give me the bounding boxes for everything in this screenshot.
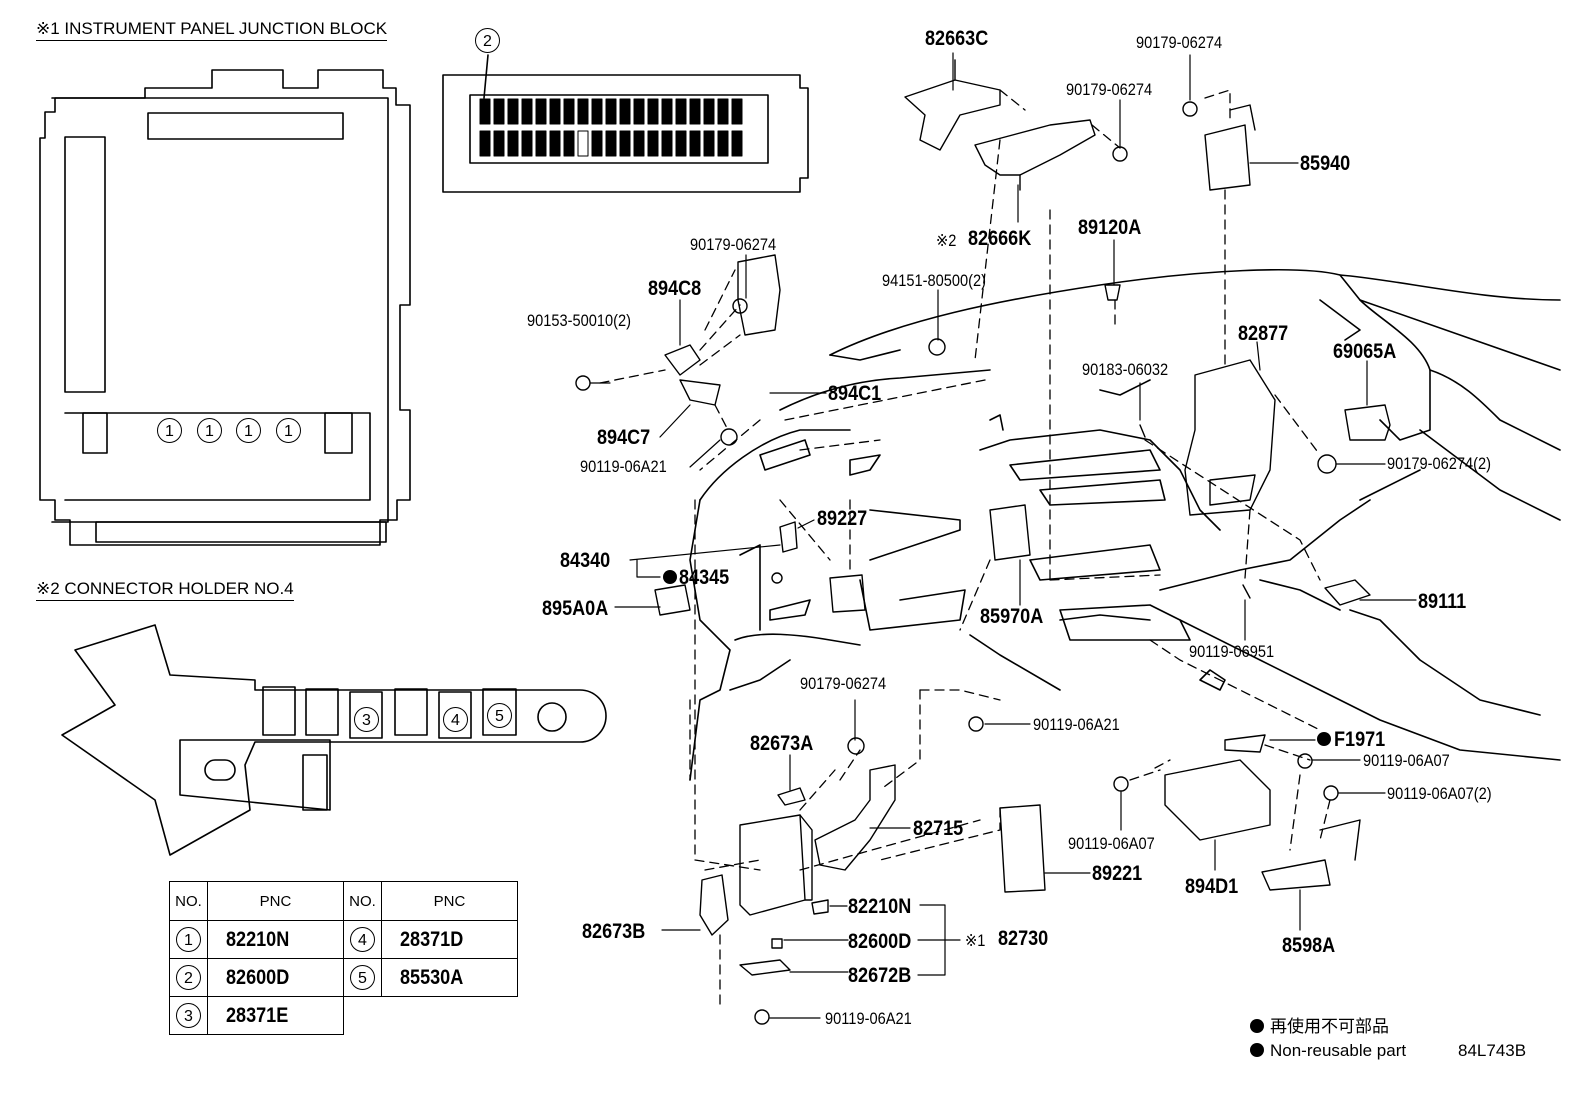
non-reusable-mark — [663, 570, 677, 584]
part-label: 90119-06A21 — [1033, 715, 1120, 734]
leader-lines — [589, 52, 1417, 1019]
part-label: 89111 — [1418, 590, 1467, 613]
non-reusable-dot-icon — [1250, 1043, 1264, 1057]
part-label: 894C7 — [597, 426, 651, 449]
pnc-value: 28371D — [400, 927, 464, 951]
part-label: 82672B — [848, 964, 912, 987]
part-label: 82673B — [582, 920, 646, 943]
part-label: 94151-80500(2) — [882, 271, 987, 290]
non-reusable-dot-icon — [1250, 1019, 1264, 1033]
connector-2-drawing — [442, 54, 809, 193]
part-label: 84340 — [560, 549, 611, 572]
pnc-value: 85530A — [400, 965, 464, 989]
part-label: 894C1 — [828, 382, 882, 405]
part-label: F1971 — [1334, 728, 1386, 751]
no-header: NO. — [343, 881, 382, 921]
part-label: 90119-06A21 — [580, 457, 667, 476]
part-label: 85940 — [1300, 152, 1351, 175]
part-note: ※2 — [936, 231, 957, 250]
parts-drawing — [575, 59, 1391, 1025]
pnc-value: 82210N — [226, 927, 290, 951]
part-label: 82666K — [968, 227, 1032, 250]
part-label: 90119-06A21 — [825, 1009, 912, 1028]
row-number: 2 — [176, 965, 201, 990]
pnc-header: PNC — [381, 881, 518, 921]
table-row: 1 82210N 4 28371D — [169, 920, 518, 959]
connector-holder-drawing — [61, 624, 607, 856]
part-label: 89120A — [1078, 216, 1142, 239]
part-label: 894D1 — [1185, 875, 1239, 898]
part-label: 69065A — [1333, 340, 1397, 363]
slot-mark: 4 — [443, 707, 468, 732]
legend-text: 再使用不可部品 — [1270, 1017, 1389, 1036]
part-label: 90119-06A07(2) — [1387, 784, 1492, 803]
table-row: 2 82600D 5 85530A — [169, 958, 518, 997]
junction-block-title: ※1 INSTRUMENT PANEL JUNCTION BLOCK — [36, 20, 388, 41]
legend-non-reusable-jp: 再使用不可部品 — [1250, 1018, 1389, 1035]
pnc-value: 28371E — [226, 1003, 289, 1027]
part-label: 82877 — [1238, 322, 1289, 345]
part-label: 90179-06274 — [1066, 80, 1153, 99]
part-label: 85970A — [980, 605, 1044, 628]
table-row: 3 28371E — [169, 996, 518, 1035]
legend-text: Non-reusable part — [1270, 1041, 1407, 1060]
part-label: 90119-06A07 — [1363, 751, 1450, 770]
connector-mark: 2 — [475, 28, 500, 53]
part-label: 894C8 — [648, 277, 702, 300]
part-label: 84345 — [679, 566, 730, 589]
part-label: 89221 — [1092, 862, 1143, 885]
part-label: 82663C — [925, 27, 989, 50]
no-header: NO. — [169, 881, 208, 921]
row-number: 1 — [176, 927, 201, 952]
part-label: 90179-06274 — [690, 235, 777, 254]
part-label: 82715 — [913, 817, 964, 840]
connector-holder-title: ※2 CONNECTOR HOLDER NO.4 — [36, 580, 294, 601]
part-label: 90153-50010(2) — [527, 311, 632, 330]
part-label: 82210N — [848, 895, 912, 918]
part-label: 8598A — [1282, 934, 1336, 957]
part-label: 90179-06274 — [1136, 33, 1223, 52]
part-label: 90179-06274 — [800, 674, 887, 693]
part-label: 895A0A — [542, 597, 609, 620]
part-label: 90179-06274(2) — [1387, 454, 1492, 473]
part-label: 89227 — [817, 507, 868, 530]
junction-block-drawing — [39, 69, 411, 546]
diagram-code: 84L743B — [1458, 1041, 1527, 1060]
pnc-table: NO. PNC NO. PNC 1 82210N 4 28371D 2 8260… — [169, 881, 518, 1035]
part-note: ※1 — [965, 931, 986, 950]
dashboard-drawing — [689, 269, 1561, 781]
row-number: 4 — [350, 927, 375, 952]
dashed-assembly-lines — [599, 89, 1331, 1011]
pnc-table-header: NO. PNC NO. PNC — [169, 881, 518, 921]
fuse-mark: 1 — [157, 418, 182, 443]
part-label: 90119-06951 — [1189, 642, 1275, 661]
pnc-value: 82600D — [226, 965, 290, 989]
pnc-header: PNC — [207, 881, 344, 921]
legend-non-reusable-en: Non-reusable part — [1250, 1042, 1406, 1059]
slot-mark: 5 — [487, 703, 512, 728]
fuse-mark: 1 — [276, 418, 301, 443]
part-label: 82600D — [848, 930, 912, 953]
slot-mark: 3 — [354, 707, 379, 732]
non-reusable-mark — [1317, 732, 1331, 746]
part-label: 82730 — [998, 927, 1049, 950]
fuse-mark: 1 — [236, 418, 261, 443]
part-label: 90119-06A07 — [1068, 834, 1155, 853]
part-label: 90183-06032 — [1082, 360, 1169, 379]
part-label: 82673A — [750, 732, 814, 755]
fuse-mark: 1 — [197, 418, 222, 443]
row-number: 5 — [350, 965, 375, 990]
row-number: 3 — [176, 1003, 201, 1028]
